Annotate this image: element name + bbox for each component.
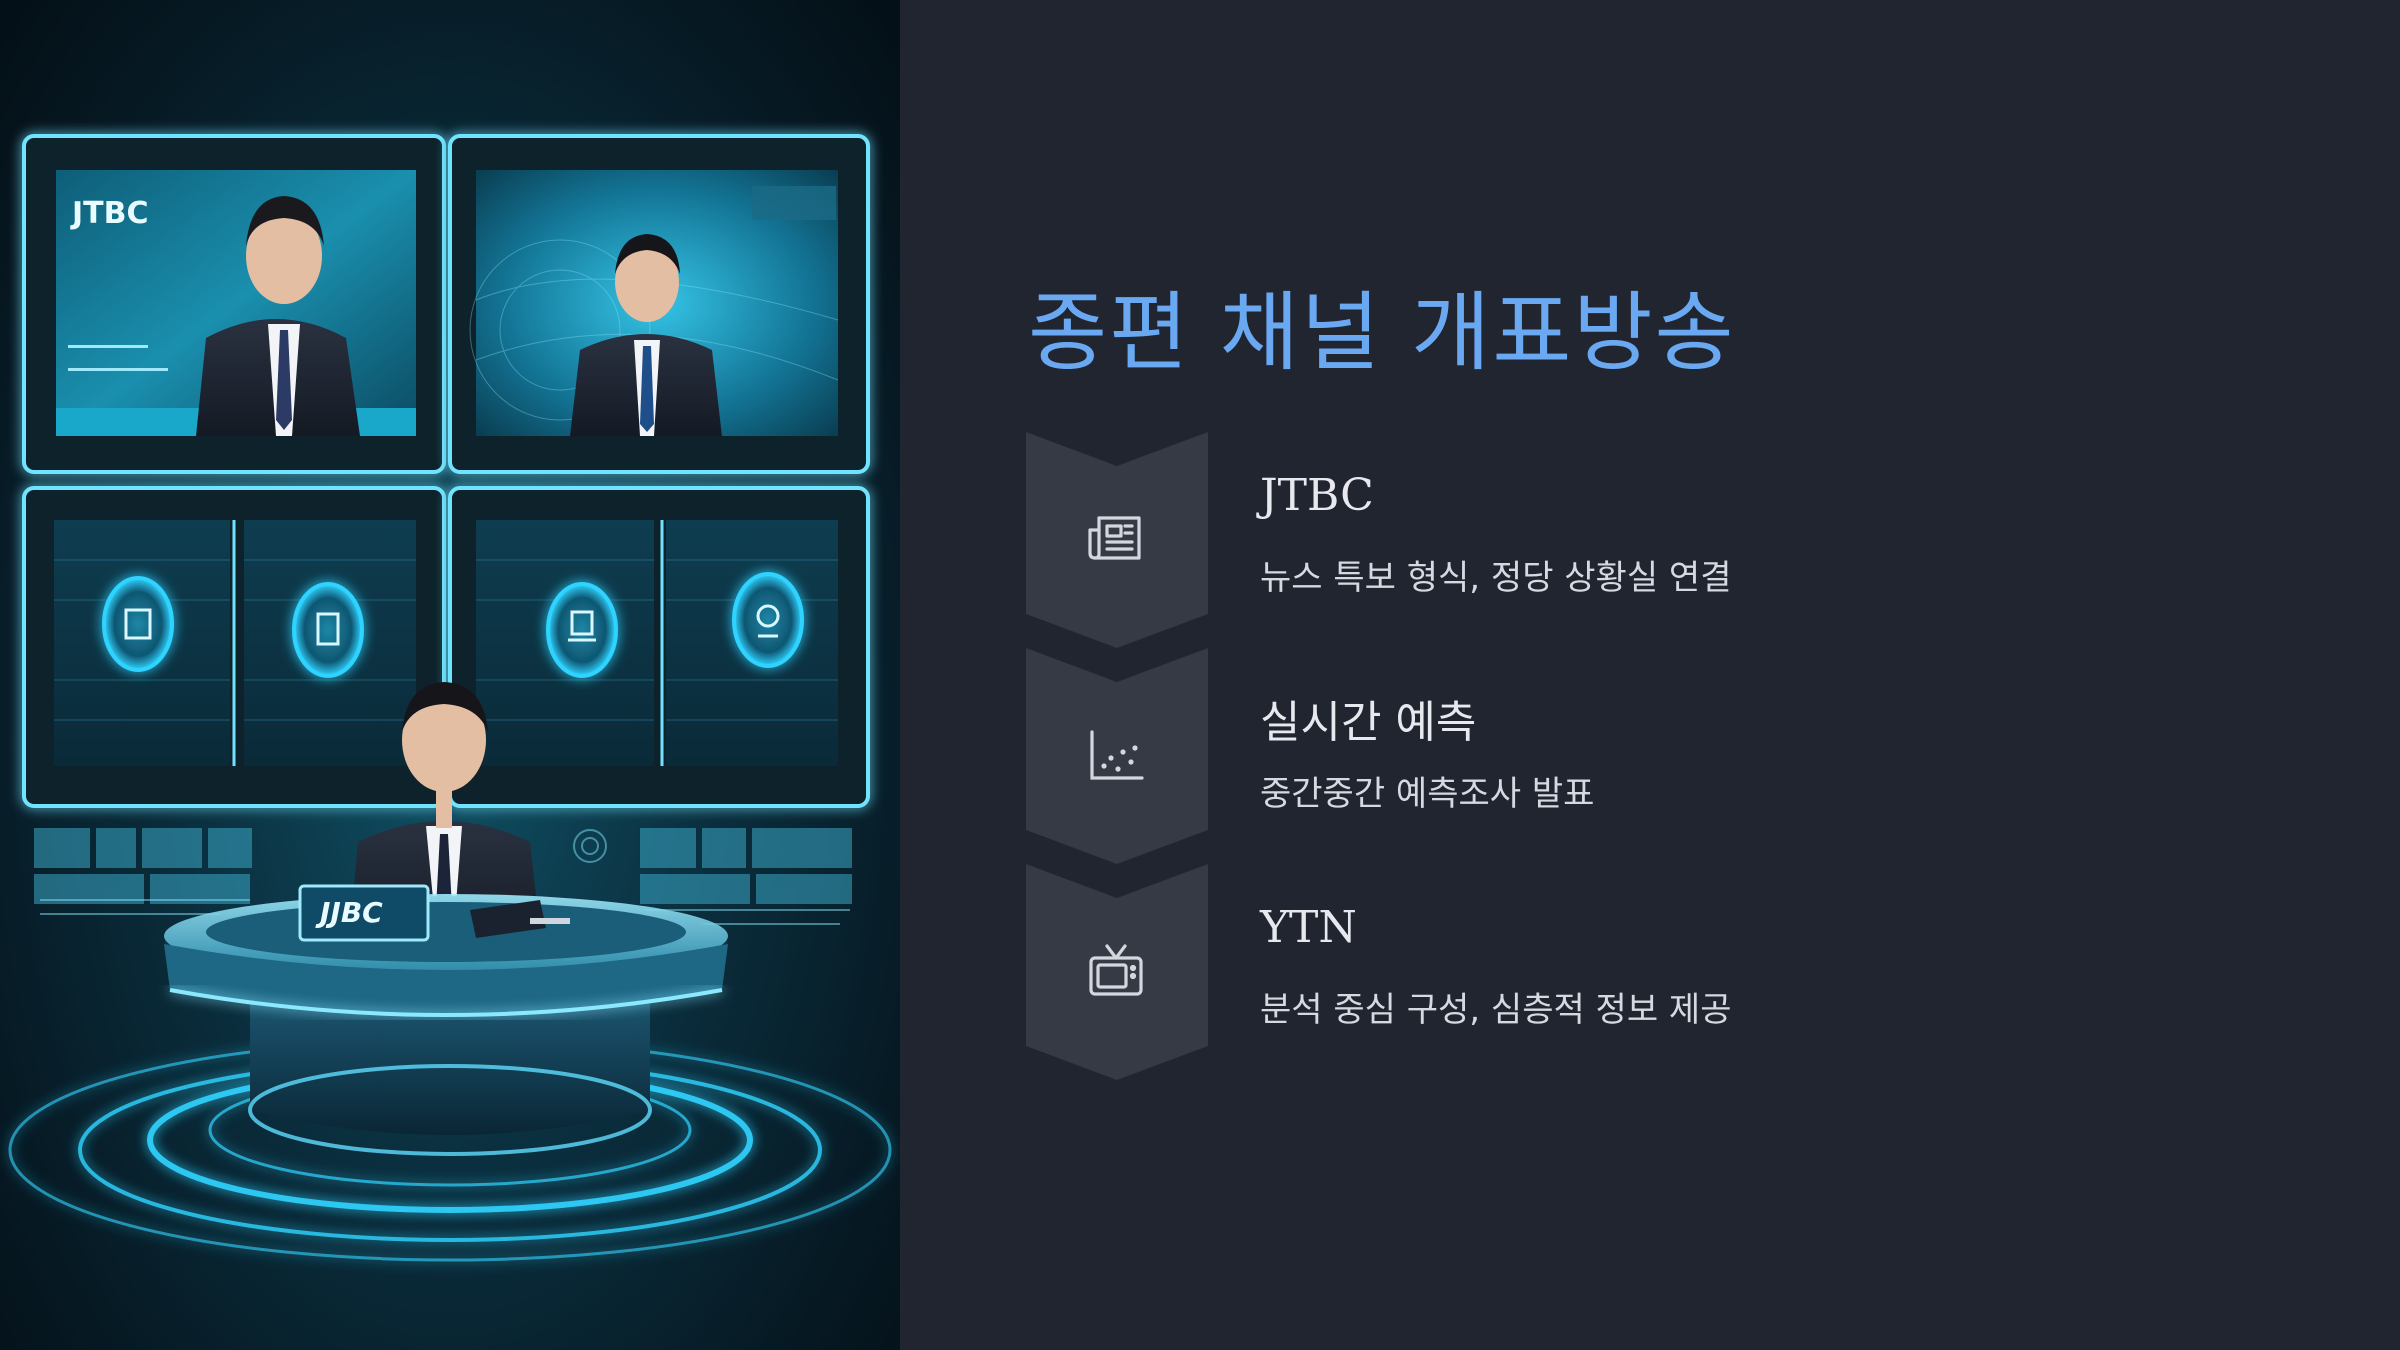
studio-scene	[8, 134, 892, 1262]
item-title: YTN	[1260, 902, 1357, 953]
list-item-ytn: YTN 분석 중심 구성, 심층적 정보 제공	[1026, 864, 2276, 1080]
scatter-chart-icon	[1090, 730, 1144, 780]
item-description: 중간중간 예측조사 발표	[1260, 774, 1595, 814]
screen-logo: JTBC	[72, 196, 149, 231]
chevron-step	[1026, 432, 1208, 648]
item-description: 분석 중심 구성, 심층적 정보 제공	[1260, 990, 1732, 1030]
chevron-step	[1026, 648, 1208, 864]
page-title: 종편 채널 개표방송	[1028, 283, 1736, 383]
newspaper-icon	[1088, 516, 1141, 560]
list-item-realtime-prediction: 실시간 예측 중간중간 예측조사 발표	[1026, 648, 2276, 864]
content-panel: 종편 채널 개표방송 JTBC 뉴스 특보 형식, 정당 상황실 연결	[900, 0, 2400, 1350]
item-title: JTBC	[1260, 470, 1374, 521]
item-description: 뉴스 특보 형식, 정당 상황실 연결	[1260, 558, 1732, 598]
list-item-jtbc: JTBC 뉴스 특보 형식, 정당 상황실 연결	[1026, 432, 2276, 648]
item-title: 실시간 예측	[1260, 697, 1477, 748]
tv-icon	[1089, 944, 1143, 996]
desk-logo: JJBC	[320, 896, 383, 929]
chevron-step	[1026, 864, 1208, 1080]
news-studio-illustration: JTBC JJBC	[0, 0, 900, 1350]
